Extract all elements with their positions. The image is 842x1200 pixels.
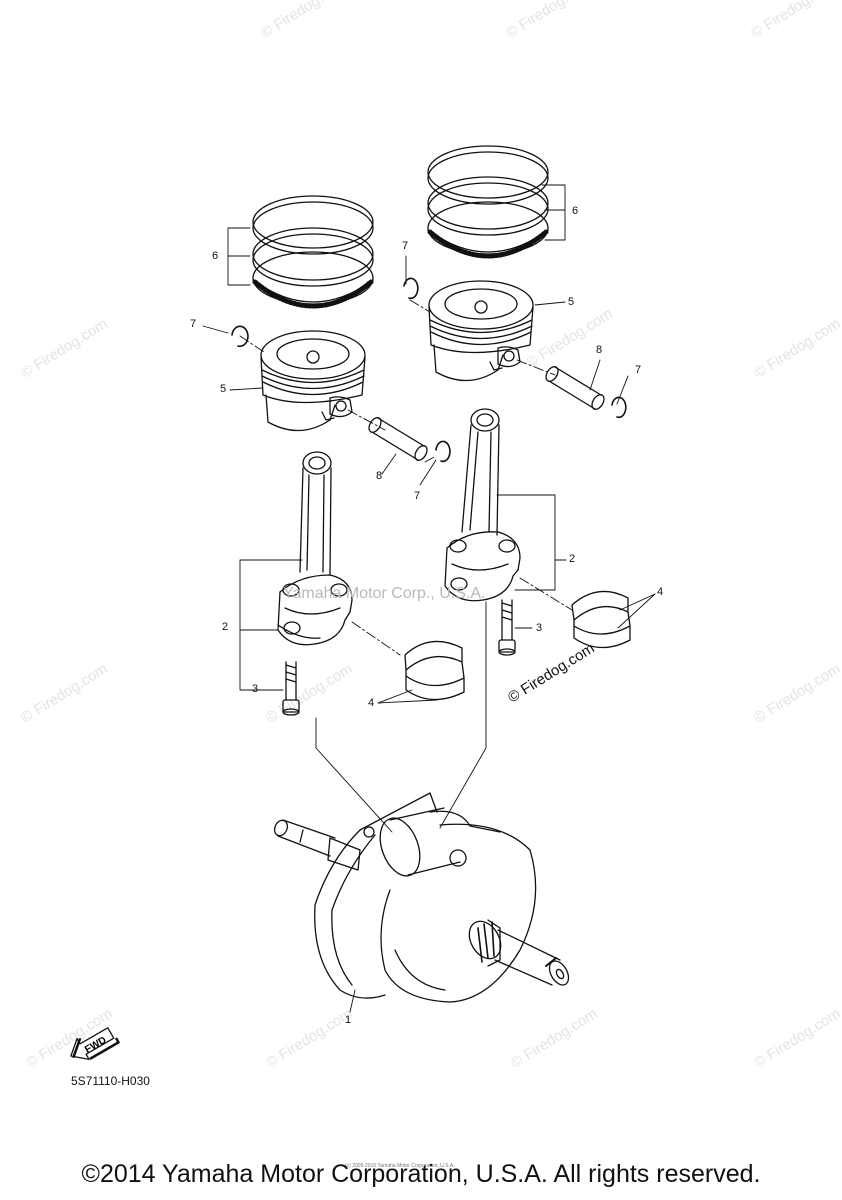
alignment-lines — [239, 299, 573, 656]
small-copyright-note: (c) 2009-2016 Yamaha Motor Corporation, … — [345, 1163, 455, 1169]
center-watermark: Yamaha Motor Corp., U.S.A. — [283, 585, 486, 602]
callout-bolt-left: 3 — [252, 683, 259, 695]
callout-rod-right: 2 — [569, 553, 576, 565]
footer-copyright: ©2014 Yamaha Motor Corporation, U.S.A. A… — [81, 1160, 761, 1188]
crankshaft — [273, 792, 570, 1003]
circlip-right-bottom — [611, 396, 627, 419]
piston-rings-left — [252, 195, 374, 309]
circlip-left-bottom — [435, 440, 451, 463]
callout-pin-left: 8 — [376, 470, 383, 482]
callout-rod-left: 2 — [222, 621, 229, 633]
callout-clip-d: 7 — [414, 490, 421, 502]
callout-rings-left: 6 — [212, 250, 219, 262]
piston-pin-left — [368, 417, 428, 461]
callout-rings-right: 6 — [572, 205, 579, 217]
callout-bearing-left: 4 — [368, 697, 375, 709]
callout-clip-c: 7 — [635, 364, 642, 376]
connecting-rod-right — [444, 408, 521, 602]
callout-pin-right: 8 — [596, 344, 603, 356]
piston-right — [428, 280, 534, 382]
callout-crankshaft: 1 — [345, 1014, 352, 1026]
bolt-left — [282, 661, 300, 716]
callout-clip-b: 7 — [402, 240, 409, 252]
bearing-right — [571, 590, 631, 649]
connecting-rod-left — [277, 451, 353, 646]
fwd-label: FWD — [83, 1035, 108, 1056]
circlip-left-top — [231, 325, 249, 348]
callout-bearing-right: 4 — [657, 586, 664, 598]
callout-clip-a: 7 — [190, 318, 197, 330]
piston-rings-right — [427, 145, 549, 259]
bolt-right — [498, 599, 516, 656]
guide-lines — [315, 601, 487, 833]
fwd-label-layer: FWD — [83, 1035, 108, 1056]
callout-piston-right: 5 — [568, 296, 575, 308]
piston-left — [260, 330, 366, 432]
bearing-left — [404, 640, 465, 701]
diagram-code: 5S71110-H030 — [71, 1074, 150, 1088]
leader-lines — [202, 184, 656, 1013]
piston-pin-right — [545, 366, 605, 410]
callout-piston-left: 5 — [220, 383, 227, 395]
callout-bolt-right: 3 — [536, 622, 543, 634]
fwd-arrow-icon — [70, 1027, 120, 1061]
